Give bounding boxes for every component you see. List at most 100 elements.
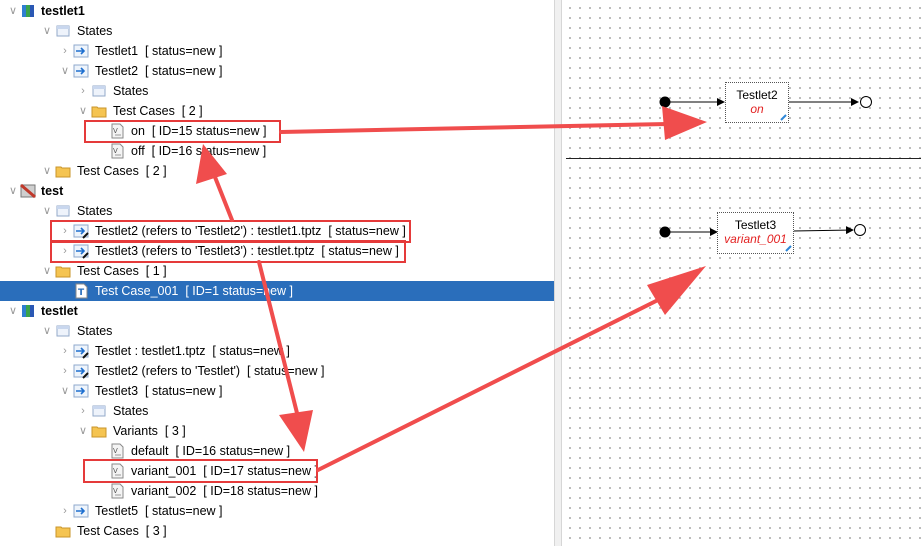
collapse-chevron-icon[interactable]: ∨ <box>42 205 52 217</box>
state-title: Testlet2 <box>736 88 778 102</box>
transitions-layer <box>659 96 872 238</box>
expand-chevron-icon[interactable]: › <box>63 45 67 57</box>
tree-row[interactable]: T Test Case_001 [ ID=1 status=new ] <box>0 281 554 301</box>
tree-leaf-spacer <box>95 444 107 458</box>
tree-row[interactable]: ›Testlet2 (refers to 'Testlet') [ status… <box>0 361 554 381</box>
tree-row[interactable]: ∨Variants [ 3 ] <box>0 421 554 441</box>
tree-row-label: testlet1 <box>41 4 85 18</box>
tree-row[interactable]: ›Testlet5 [ status=new ] <box>0 501 554 521</box>
state-ref-icon <box>73 243 89 259</box>
state-ref-icon <box>73 343 89 359</box>
folder-icon <box>55 263 71 279</box>
collapse-chevron-icon[interactable]: ∨ <box>78 105 88 117</box>
expand-chevron-icon[interactable]: › <box>81 85 85 97</box>
transition-line[interactable] <box>792 226 854 235</box>
collapse-chevron-icon[interactable]: ∨ <box>42 25 52 37</box>
state-variant: on <box>750 102 764 116</box>
svg-text:T: T <box>78 288 85 298</box>
tree-row[interactable]: › States <box>0 81 554 101</box>
collapse-chevron-icon[interactable]: ∨ <box>42 325 52 337</box>
tree-row-label: test <box>41 184 64 198</box>
tree-row-label: Testlet2 (refers to 'Testlet2') : testle… <box>95 224 406 238</box>
collapse-chevron-icon[interactable]: ∨ <box>8 305 18 317</box>
svg-text:V: V <box>113 127 118 135</box>
variant-doc-icon: V <box>109 143 125 159</box>
tree-row-label: variant_002 [ ID=18 status=new ] <box>131 484 318 498</box>
expand-chevron-icon[interactable]: › <box>63 345 67 357</box>
expand-chevron-icon[interactable]: › <box>81 405 85 417</box>
tree-leaf-spacer <box>59 284 71 298</box>
collapse-chevron-icon[interactable]: ∨ <box>78 425 88 437</box>
tree-row[interactable]: ∨ States <box>0 321 554 341</box>
collapse-chevron-icon[interactable]: ∨ <box>8 5 18 17</box>
state-box-testlet3[interactable]: Testlet3 variant_001 <box>717 212 794 254</box>
variant-doc-icon: V <box>109 483 125 499</box>
folder-icon <box>55 523 71 539</box>
initial-node-upper[interactable] <box>659 96 671 108</box>
tree-row-label: States <box>113 404 149 418</box>
initial-node-lower[interactable] <box>659 226 671 238</box>
final-node-upper[interactable] <box>860 96 872 108</box>
states-folder-icon <box>55 23 71 39</box>
expand-chevron-icon[interactable]: › <box>63 225 67 237</box>
tree-row-label: States <box>113 84 149 98</box>
state-title: Testlet3 <box>734 218 777 232</box>
tree-row[interactable]: › Testlet2 (refers to 'Testlet2') : testl… <box>0 221 554 241</box>
tree-leaf-spacer <box>41 524 53 538</box>
tree-row-label: States <box>77 24 113 38</box>
svg-text:V: V <box>113 447 118 455</box>
collapse-chevron-icon[interactable]: ∨ <box>8 185 18 197</box>
states-folder-icon <box>55 323 71 339</box>
tree-row[interactable]: › Testlet : testlet1.tptz [ status=new ] <box>0 341 554 361</box>
tree-row[interactable]: ∨ testlet1 <box>0 1 554 21</box>
expand-chevron-icon[interactable]: › <box>63 505 67 517</box>
variant-doc-icon: V <box>109 123 125 139</box>
tree-row[interactable]: ∨States <box>0 201 554 221</box>
tree-row[interactable]: ∨ Testlet3 [ status=new ] <box>0 381 554 401</box>
tree-row[interactable]: ∨Testlet2 [ status=new ] <box>0 61 554 81</box>
tree-row-label: Testlet : testlet1.tptz [ status=new ] <box>95 344 290 358</box>
state-variant: variant_001 <box>724 232 787 246</box>
tree-row[interactable]: Test Cases [ 3 ] <box>0 521 554 541</box>
tree-row[interactable]: ∨ test <box>0 181 554 201</box>
states-folder-icon <box>91 83 107 99</box>
test-case-icon: T <box>73 283 89 299</box>
statemachine-canvas[interactable]: Testlet2 on Testlet3 variant_001 <box>562 0 921 546</box>
tree-row[interactable]: ∨Test Cases [ 2 ] <box>0 161 554 181</box>
tree-row-label: default [ ID=16 status=new ] <box>131 444 291 458</box>
state-box-testlet2[interactable]: Testlet2 on <box>725 82 789 123</box>
tree-row-label: Testlet3 (refers to 'Testlet3') : testle… <box>95 244 399 258</box>
tree-row[interactable]: › Testlet3 (refers to 'Testlet3') : testl… <box>0 241 554 261</box>
collapse-chevron-icon[interactable]: ∨ <box>60 385 70 397</box>
state-arrow-icon <box>73 383 89 399</box>
tree-row-label: States <box>77 324 113 338</box>
tree-row[interactable]: ∨ States <box>0 21 554 41</box>
collapse-chevron-icon[interactable]: ∨ <box>60 65 70 77</box>
tree-row[interactable]: › States <box>0 401 554 421</box>
panel-splitter[interactable] <box>554 0 562 546</box>
final-node-lower[interactable] <box>854 224 866 236</box>
project-tree[interactable]: ∨testlet1∨States›Testlet1 [ status=new ]… <box>0 0 554 546</box>
folder-icon <box>55 163 71 179</box>
collapse-chevron-icon[interactable]: ∨ <box>42 165 52 177</box>
expand-chevron-icon[interactable]: › <box>63 365 67 377</box>
expand-chevron-icon[interactable]: › <box>63 245 67 257</box>
tree-row-label: Testlet3 [ status=new ] <box>95 384 223 398</box>
highlight-box-variant-001 <box>83 459 318 483</box>
tree-row[interactable]: ∨Test Cases [ 2 ] <box>0 101 554 121</box>
tree-row-label: on [ ID=15 status=new ] <box>131 124 267 138</box>
tree-row[interactable]: ›Testlet1 [ status=new ] <box>0 41 554 61</box>
svg-text:V: V <box>113 147 118 155</box>
edit-pencil-icon <box>785 245 792 252</box>
folder-icon <box>91 103 107 119</box>
tree-row[interactable]: ∨Test Cases [ 1 ] <box>0 261 554 281</box>
tree-row-label: Test Case_001 [ ID=1 status=new ] <box>95 284 294 298</box>
tree-leaf-spacer <box>95 484 107 498</box>
tree-row[interactable]: ∨testlet <box>0 301 554 321</box>
collapse-chevron-icon[interactable]: ∨ <box>42 265 52 277</box>
